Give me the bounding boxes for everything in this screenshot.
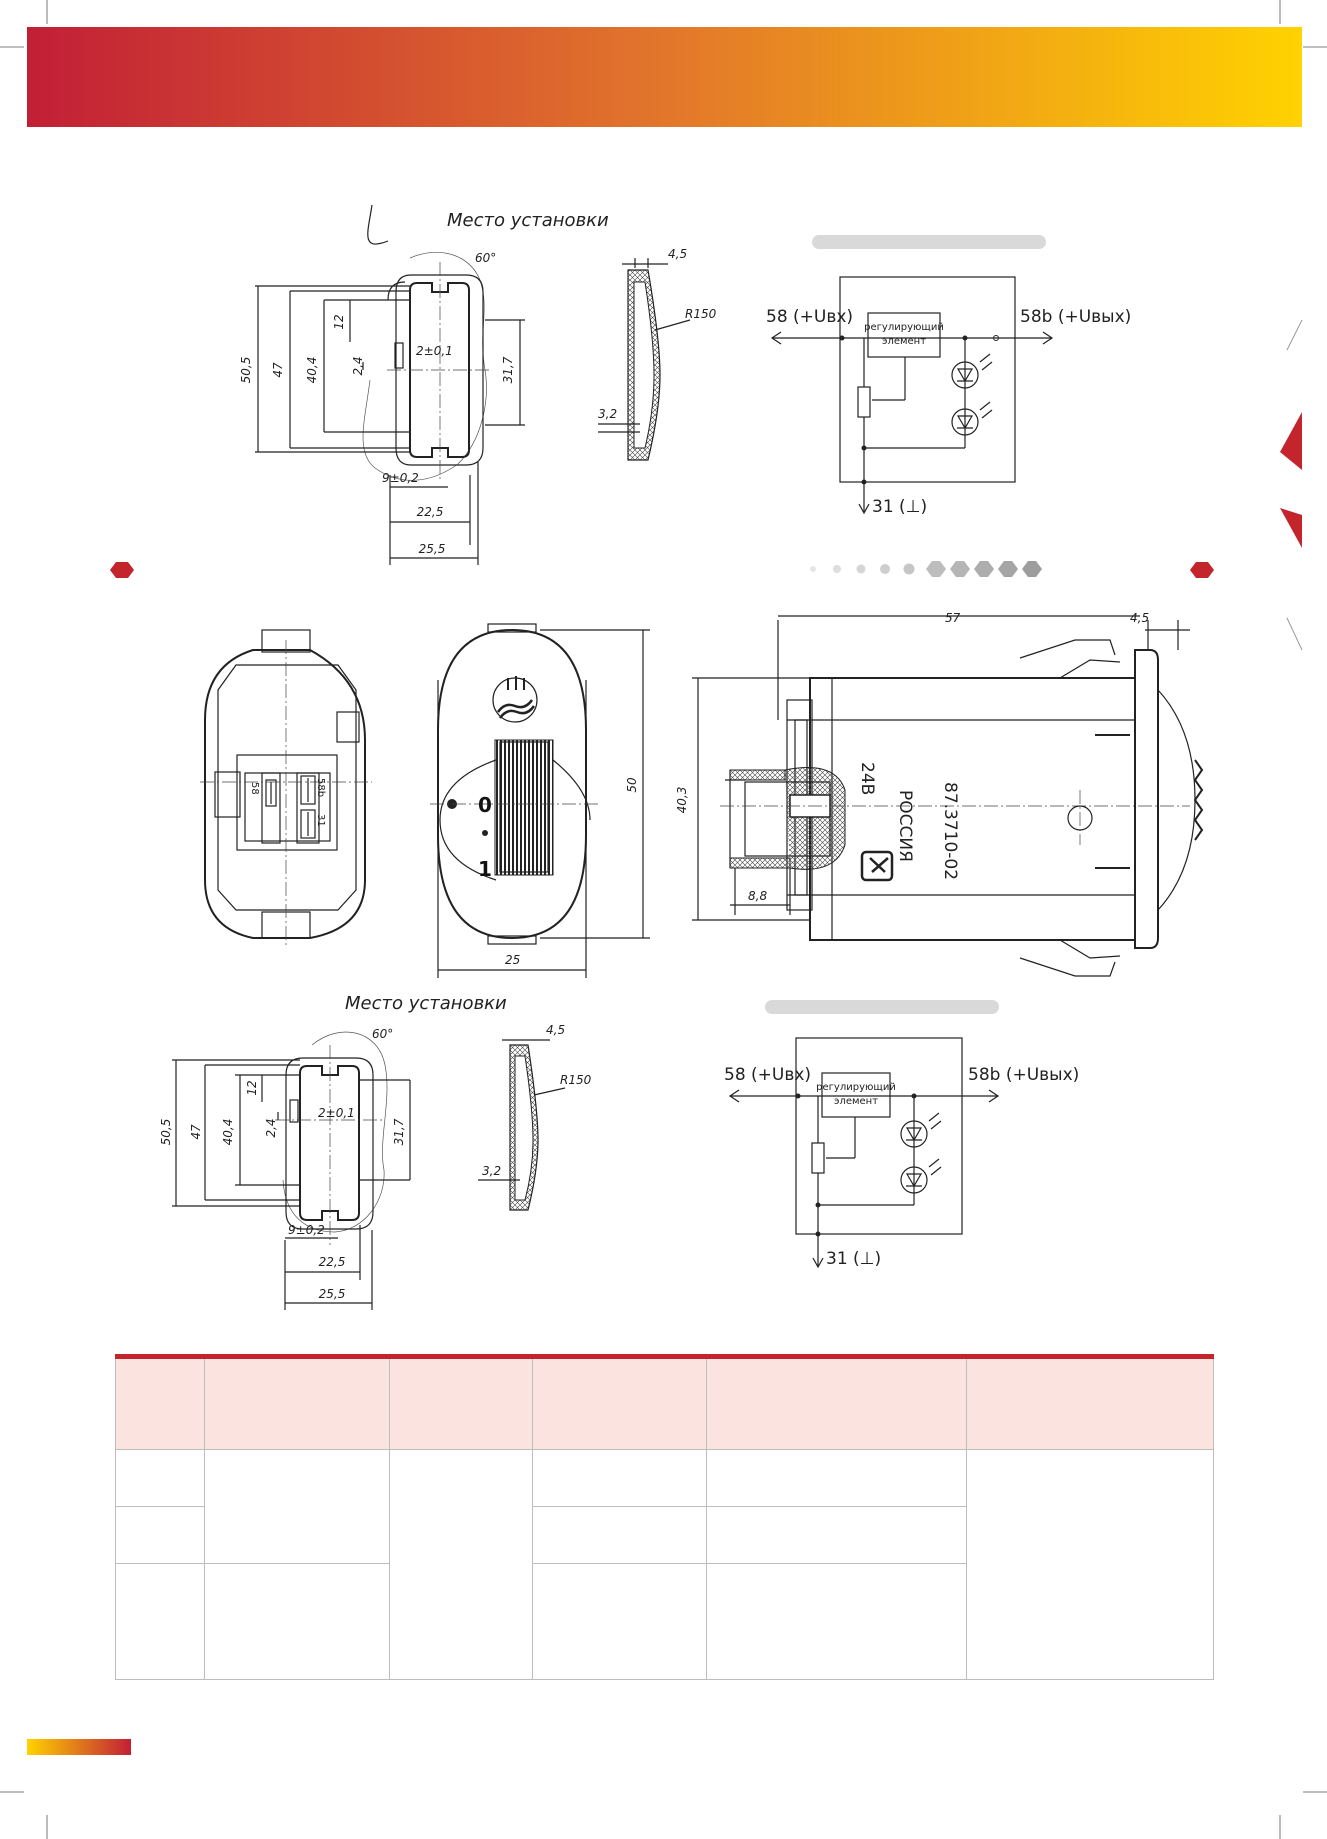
header-cell <box>204 1356 390 1450</box>
circuit-output-top: 58b (+Uвых) <box>1020 307 1131 327</box>
edge-decoration <box>1280 319 1303 651</box>
header-cell <box>532 1356 707 1450</box>
dim-h-right-top: 31,7 <box>501 356 515 383</box>
front-width: 25 <box>505 953 520 967</box>
table-cell <box>204 1448 390 1565</box>
pin-a-label: 58 <box>249 782 260 795</box>
dim-tol-bottom: 2±0,1 <box>318 1106 355 1120</box>
header-banner <box>27 27 1302 127</box>
side-country: РОССИЯ <box>895 790 915 862</box>
panel-t-top-bottom: 4,5 <box>546 1023 565 1037</box>
spec-table <box>115 1354 1214 1680</box>
table-cell <box>204 1563 390 1680</box>
circuit-ground-bottom: 31 (⊥) <box>826 1249 881 1269</box>
side-voltage: 24В <box>857 762 877 795</box>
table-cell <box>706 1449 967 1507</box>
side-depth: 8,8 <box>748 889 767 903</box>
circuit-diagram-bottom: регулирующий элемент 58 (+Uвх) 58b (+Uвы… <box>724 1000 1079 1269</box>
element-line1-top: регулирующий <box>864 322 944 333</box>
dim-h-inner-bottom: 40,4 <box>221 1119 235 1146</box>
dim-h-outer-bottom: 50,5 <box>159 1119 173 1146</box>
dim-h-right-bottom: 31,7 <box>392 1118 406 1145</box>
side-view-drawing: 57 4,5 8,8 40,3 24В <box>675 611 1204 977</box>
front-pos-1: 1 <box>478 857 492 881</box>
table-cell <box>706 1505 967 1565</box>
mount-hole-drawing-top: Место установки 50,5 47 40,4 12 2,4 <box>239 204 609 565</box>
dim-h-inner-top: 40,4 <box>305 357 319 384</box>
header-cell <box>706 1356 967 1450</box>
front-view-drawing: 25 50 0 1 <box>430 623 650 978</box>
mount-title-top: Место установки <box>447 210 609 231</box>
dim-gap-bottom: 2,4 <box>264 1118 278 1137</box>
panel-t-bottom-bottom: 3,2 <box>482 1164 501 1178</box>
panel-radius-bottom: R150 <box>560 1073 592 1087</box>
table-cell <box>532 1563 707 1680</box>
mount-title-bottom: Место установки <box>345 993 507 1014</box>
dim-angle-bottom: 60° <box>372 1027 393 1041</box>
table-cell <box>115 1449 205 1507</box>
side-flange: 4,5 <box>1130 611 1149 625</box>
header-cell <box>389 1356 533 1450</box>
front-pos-0: 0 <box>478 793 492 817</box>
circuit-ground-top: 31 (⊥) <box>872 497 927 517</box>
back-view-drawing: 58 58b 31 <box>200 629 372 945</box>
separator-dots <box>110 561 1214 578</box>
dim-h-outer-top: 50,5 <box>239 357 253 384</box>
header-cell <box>115 1356 205 1450</box>
dim-h-mid-top: 47 <box>271 362 285 378</box>
dim-bottom-tol-top: 9±0,2 <box>382 471 419 485</box>
side-length: 57 <box>945 611 961 625</box>
circuit-input-bottom: 58 (+Uвх) <box>724 1065 811 1085</box>
table-cell <box>115 1505 205 1565</box>
header-cell <box>966 1356 1214 1450</box>
panel-t-top: 4,5 <box>668 247 687 261</box>
panel-section-bottom: 4,5 R150 3,2 <box>478 1023 592 1211</box>
dim-gap-top: 2,4 <box>351 356 365 375</box>
table-cell <box>966 1449 1214 1680</box>
dim-w-outer-bottom: 25,5 <box>319 1287 346 1301</box>
panel-t-bottom-top: 3,2 <box>598 407 617 421</box>
footer-accent-bar <box>27 1739 131 1755</box>
pin-c-label: 31 <box>315 814 326 827</box>
panel-radius-top: R150 <box>685 307 717 321</box>
table-row <box>115 1448 1214 1680</box>
circuit-diagram-top: регулирующий элемент 58 (+Uвх) 58b (+Uвы… <box>766 235 1131 517</box>
front-height: 50 <box>625 777 639 793</box>
element-line1-bottom: регулирующий <box>816 1082 896 1093</box>
dim-notch-bottom: 12 <box>245 1080 259 1095</box>
element-line2-top: элемент <box>882 336 926 347</box>
table-cell <box>115 1563 205 1680</box>
dim-tol-top: 2±0,1 <box>416 344 453 358</box>
element-line2-bottom: элемент <box>834 1096 878 1107</box>
pin-b-label: 58b <box>315 778 326 797</box>
table-cell <box>532 1505 707 1565</box>
table-row <box>115 1563 1214 1680</box>
dim-w-inner-bottom: 22,5 <box>319 1255 346 1269</box>
circuit-input-top: 58 (+Uвх) <box>766 307 853 327</box>
dim-h-mid-bottom: 47 <box>189 1124 203 1140</box>
dim-bottom-tol-bottom: 9±0,2 <box>288 1223 325 1237</box>
dim-angle-top: 60° <box>475 251 496 265</box>
side-height: 40,3 <box>675 787 689 814</box>
dim-notch-top: 12 <box>332 314 346 329</box>
table-header-row <box>115 1356 1214 1450</box>
table-cell <box>389 1449 533 1680</box>
side-model: 87.3710-02 <box>940 782 960 880</box>
dim-w-outer-top: 25,5 <box>419 542 446 556</box>
table-cell <box>532 1449 707 1507</box>
circuit-output-bottom: 58b (+Uвых) <box>968 1065 1079 1085</box>
panel-section-top: 4,5 R150 3,2 <box>598 247 717 461</box>
dim-w-inner-top: 22,5 <box>417 505 444 519</box>
table-cell <box>706 1563 967 1680</box>
mount-hole-drawing-bottom: Место установки 50,5 47 40,4 12 2,4 2±0,… <box>159 993 507 1310</box>
